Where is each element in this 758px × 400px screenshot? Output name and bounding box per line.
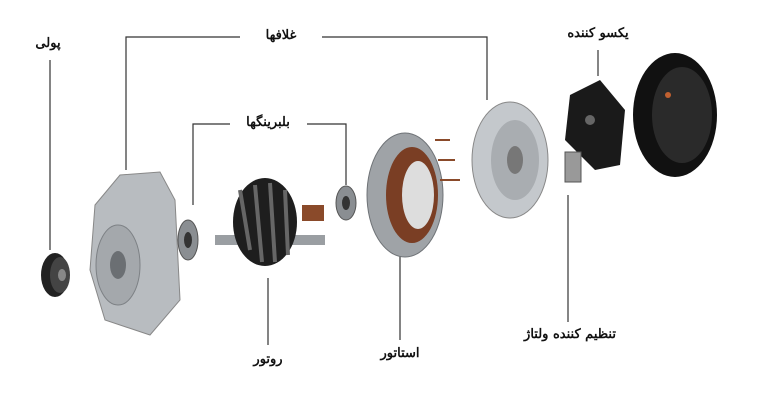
label-voltage-regulator: تنظیم کننده ولتاژ	[521, 327, 619, 342]
voltage-regulator	[564, 151, 582, 183]
label-housings: غلافها	[262, 28, 300, 43]
rectifier	[565, 80, 625, 170]
bearings-leader-line	[192, 123, 347, 205]
pulley	[41, 253, 70, 297]
label-stator: استاتور	[377, 346, 423, 361]
front-bearing	[177, 219, 199, 261]
label-rotor: روتور	[250, 352, 286, 367]
front-housing	[89, 171, 181, 336]
rear-housing	[471, 101, 549, 219]
label-bearings: بلبرینگها	[243, 115, 293, 130]
label-rectifier: یکسو کننده	[564, 26, 632, 41]
housings-leader-line	[125, 36, 488, 170]
stator	[366, 132, 460, 258]
rear-bearing	[335, 185, 357, 221]
label-pulley: پولی	[32, 36, 64, 51]
rotor	[215, 178, 325, 266]
rear-cover	[633, 53, 717, 177]
leader-lines	[49, 36, 599, 345]
